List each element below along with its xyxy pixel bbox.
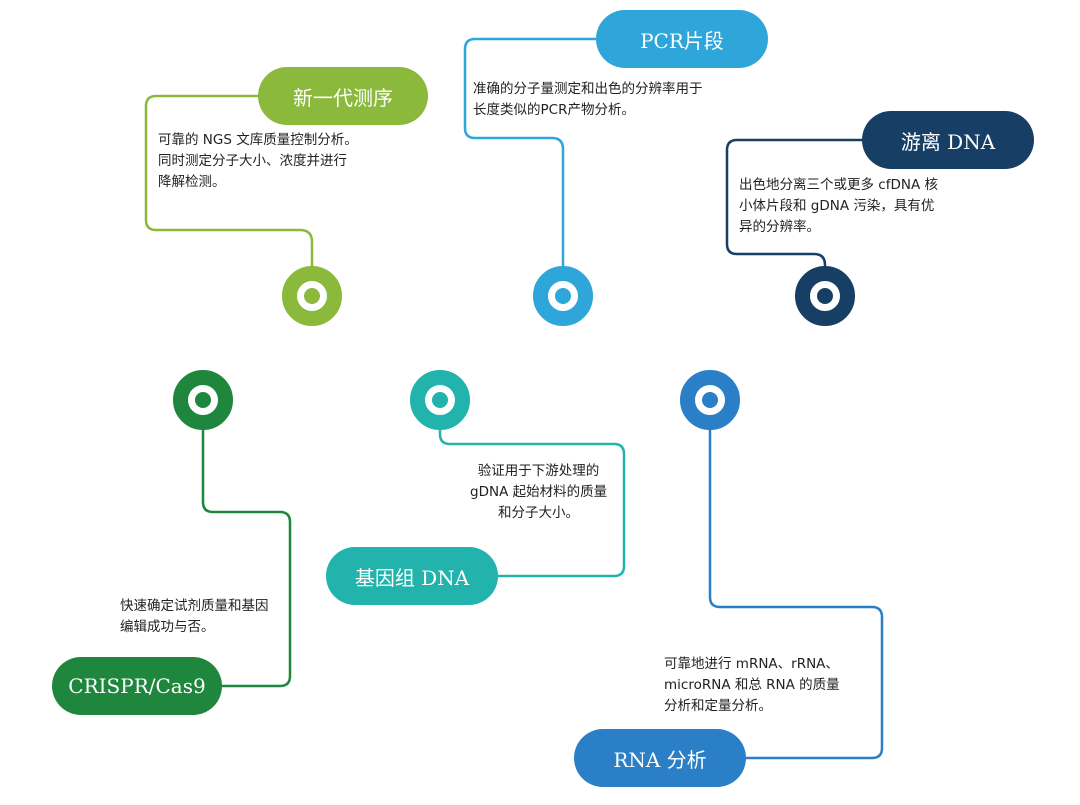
- rna-line-1: 可靠地进行 mRNA、rRNA、: [664, 656, 839, 672]
- cfdna-connector: [725, 138, 876, 296]
- pcr-connector: [463, 37, 608, 296]
- ngs-connector: [144, 94, 314, 296]
- ngs-line-1: 可靠的 NGS 文库质量控制分析。: [158, 132, 358, 148]
- ngs-node: [282, 266, 342, 326]
- cfdna-line-1: 出色地分离三个或更多 cfDNA 核: [739, 177, 938, 193]
- crispr-line-2: 编辑成功与否。: [120, 619, 215, 635]
- crispr-description: 快速确定试剂质量和基因 编辑成功与否。: [120, 596, 269, 638]
- crispr-title: CRISPR/Cas9: [52, 657, 222, 715]
- gdna-connector: [438, 400, 626, 578]
- pcr-description: 准确的分子量测定和出色的分辨率用于 长度类似的PCR产物分析。: [473, 79, 703, 121]
- rna-description: 可靠地进行 mRNA、rRNA、 microRNA 和总 RNA 的质量 分析和…: [664, 654, 840, 717]
- gdna-node: [410, 370, 470, 430]
- ngs-line-2: 同时测定分子大小、浓度并进行: [158, 153, 347, 169]
- gdna-line-3: 和分子大小。: [498, 505, 580, 521]
- cfdna-title: 游离 DNA: [862, 111, 1034, 169]
- cfdna-line-2: 小体片段和 gDNA 污染，具有优: [739, 198, 935, 214]
- rna-line-2: microRNA 和总 RNA 的质量: [664, 677, 840, 693]
- rna-node: [680, 370, 740, 430]
- cfdna-line-3: 异的分辨率。: [739, 219, 820, 235]
- gdna-line-1: 验证用于下游处理的: [477, 463, 600, 479]
- crispr-node: [173, 370, 233, 430]
- rna-title: RNA 分析: [574, 729, 746, 787]
- rna-connector: [708, 400, 884, 760]
- gdna-description: 验证用于下游处理的 gDNA 起始材料的质量 和分子大小。: [470, 461, 607, 524]
- gdna-title: 基因组 DNA: [326, 547, 498, 605]
- ngs-title: 新一代测序: [258, 67, 428, 125]
- ngs-line-3: 降解检测。: [158, 174, 226, 190]
- cfdna-node: [795, 266, 855, 326]
- ngs-description: 可靠的 NGS 文库质量控制分析。 同时测定分子大小、浓度并进行 降解检测。: [158, 130, 358, 193]
- rna-line-3: 分析和定量分析。: [664, 698, 772, 714]
- cfdna-description: 出色地分离三个或更多 cfDNA 核 小体片段和 gDNA 污染，具有优 异的分…: [739, 175, 938, 238]
- pcr-node: [533, 266, 593, 326]
- pcr-line-2: 长度类似的PCR产物分析。: [473, 102, 635, 118]
- pcr-title: PCR片段: [596, 10, 768, 68]
- crispr-line-1: 快速确定试剂质量和基因: [120, 598, 269, 614]
- crispr-connector: [201, 400, 292, 688]
- gdna-line-2: gDNA 起始材料的质量: [470, 484, 608, 500]
- pcr-line-1: 准确的分子量测定和出色的分辨率用于: [473, 81, 703, 97]
